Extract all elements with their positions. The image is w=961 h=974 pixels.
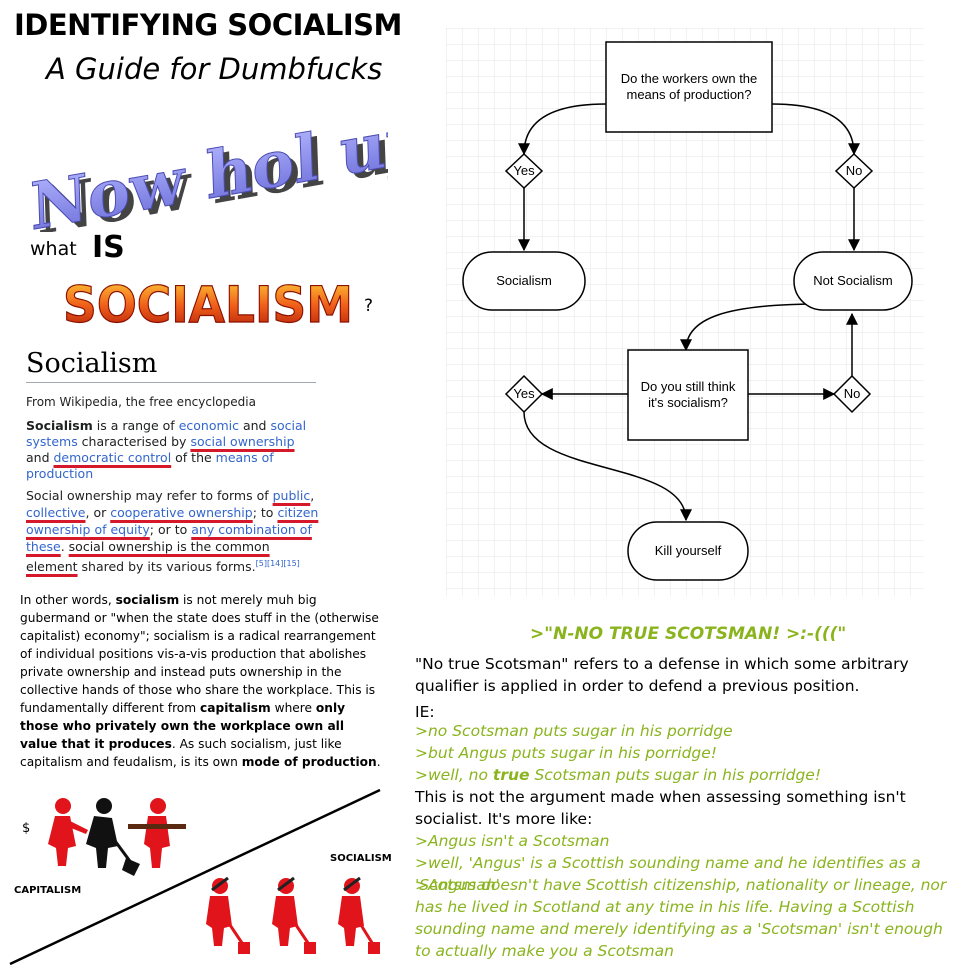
link-cooperative-ownership[interactable]: cooperative ownership xyxy=(110,505,253,520)
not-argument-text: This is not the argument made when asses… xyxy=(415,788,906,828)
flowchart: Do the workers own the means of producti… xyxy=(446,28,924,596)
greentext-3: >well, no true Scotsman puts sugar in hi… xyxy=(415,766,822,784)
link-any-combination[interactable]: any combination of these xyxy=(26,522,312,554)
page-title: IDENTIFYING SOCIALISM xyxy=(14,8,402,42)
node-q2-box xyxy=(627,349,749,441)
wiki-term: Socialism xyxy=(26,418,93,433)
wiki-paragraph-1: Socialism is a range of economic and soc… xyxy=(26,418,307,481)
common-element-text: social ownership is the common element xyxy=(26,539,270,575)
edge-yes-kill xyxy=(523,411,692,522)
soldier-figure xyxy=(128,798,186,868)
link-collective[interactable]: collective xyxy=(26,505,86,520)
link-social-ownership[interactable]: social ownership xyxy=(190,434,295,449)
question-mark: ? xyxy=(364,296,374,316)
link-social-systems[interactable]: social systems xyxy=(26,418,307,449)
scotsman-heading: >"N-NO TRUE SCOTSMAN! >:-(((" xyxy=(530,624,847,644)
svg-text:$: $ xyxy=(22,821,30,836)
node-notsocialism-box xyxy=(793,251,913,311)
wiki-title: Socialism xyxy=(26,348,158,379)
other-words-paragraph: In other words, socialism is not merely … xyxy=(20,593,381,769)
wiki-source-note: From Wikipedia, the free encyclopedia xyxy=(26,395,256,409)
link-democratic-control[interactable]: democratic control xyxy=(53,450,172,465)
socialist-worker-1 xyxy=(206,876,250,954)
link-means-of-production[interactable]: means of production xyxy=(26,450,274,481)
page-subtitle: A Guide for Dumbfucks xyxy=(46,52,383,86)
greentext-2: >but Angus puts sugar in his porridge! xyxy=(415,744,718,762)
capitalism-socialism-illustration: $ xyxy=(9,788,381,966)
flowchart-canvas xyxy=(446,28,924,596)
node-q1-text: Do the workers own the means of producti… xyxy=(620,71,758,102)
edge-q1-no xyxy=(771,103,860,156)
greentext-6: >Angus doesn't have Scottish citizenship… xyxy=(415,876,947,960)
socialism-fire-text: SOCIALISM xyxy=(63,276,353,334)
now-hol-up-wordart: Now hol up Now hol up xyxy=(29,112,388,232)
socialist-worker-2 xyxy=(272,876,316,954)
node-yes2-diamond xyxy=(504,374,544,414)
divider-line xyxy=(9,788,381,966)
node-no1-text: No xyxy=(845,163,863,178)
node-no2-text: No xyxy=(843,386,861,401)
node-notsocialism-text: Not Socialism xyxy=(813,273,893,288)
node-yes1-diamond xyxy=(504,152,544,190)
node-q1-box xyxy=(605,41,773,133)
ie-label: IE: xyxy=(415,703,435,721)
wiki-references[interactable]: [5][14][15] xyxy=(255,559,300,568)
worker-figure xyxy=(86,798,140,876)
edge-notsocialism-q2 xyxy=(680,303,822,352)
node-yes1-text: Yes xyxy=(513,163,535,178)
wiki-divider xyxy=(26,382,316,383)
greentext-4: >Angus isn't a Scotsman xyxy=(415,832,610,850)
what-label: what xyxy=(30,238,77,260)
node-no1-diamond xyxy=(834,152,874,190)
link-economic[interactable]: economic xyxy=(178,418,239,433)
node-socialism-box xyxy=(462,251,586,311)
socialist-worker-3 xyxy=(338,876,380,954)
link-public[interactable]: public xyxy=(272,488,311,503)
edge-q1-yes xyxy=(518,103,607,156)
is-label: IS xyxy=(92,230,125,265)
now-hol-up-text: Now hol up xyxy=(29,112,388,232)
greentext-5: >well, 'Angus' is a Scottish sounding na… xyxy=(415,854,921,894)
wiki-paragraph-2: Social ownership may refer to forms of p… xyxy=(26,488,319,575)
link-citizen-ownership[interactable]: citizen ownership of equity xyxy=(26,505,319,537)
node-socialism-text: Socialism xyxy=(496,273,552,288)
node-kill-text: Kill yourself xyxy=(654,543,722,558)
scotsman-definition: "No true Scotsman" refers to a defense i… xyxy=(415,655,909,695)
node-no2-diamond xyxy=(832,374,872,414)
node-q2-text: Do you still think it's socialism? xyxy=(640,379,736,410)
node-kill-box xyxy=(627,521,749,581)
greentext-1: >no Scotsman puts sugar in his porridge xyxy=(415,722,733,740)
socialism-fire-wordart: SOCIALISM xyxy=(62,275,353,334)
node-yes2-text: Yes xyxy=(513,386,535,401)
capitalism-label: CAPITALISM xyxy=(14,885,82,896)
capitalist-boss-figure: $ xyxy=(22,798,88,866)
socialism-label: SOCIALISM xyxy=(330,853,392,864)
